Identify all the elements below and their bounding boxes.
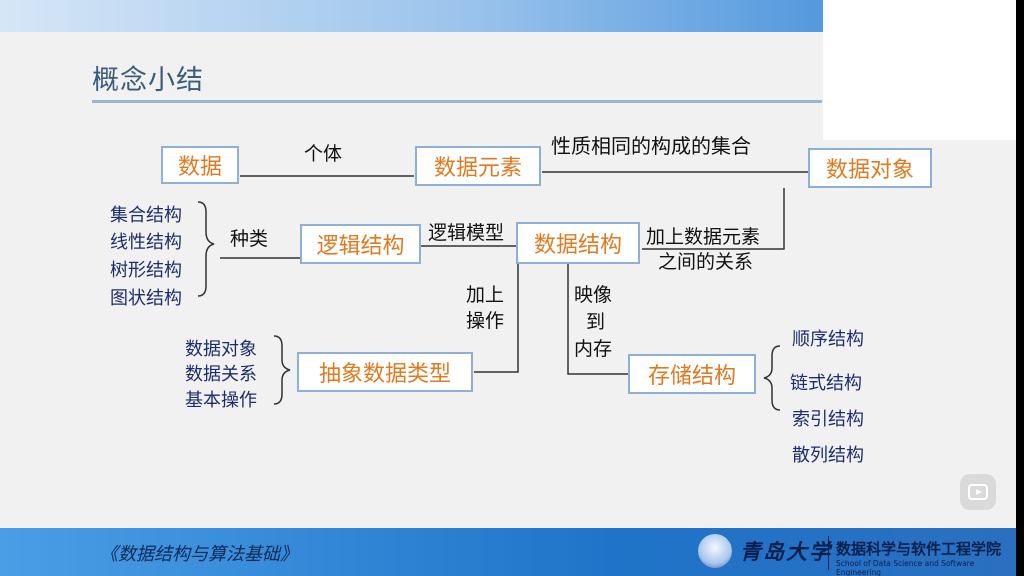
university-seal-icon — [698, 534, 732, 568]
school-name-en: School of Data Science and Software Engi… — [836, 559, 975, 576]
logical-kind: 树形结构 — [110, 260, 182, 281]
label-logical-model: 逻辑模型 — [428, 222, 505, 244]
footer-banner — [0, 528, 1016, 576]
edge-structure-storage — [567, 264, 628, 375]
label-same-nature-set: 性质相同的构成的集合 — [551, 134, 751, 158]
label-map-1: 映像 — [574, 284, 613, 306]
brace-storage — [763, 345, 781, 411]
label-individual: 个体 — [304, 143, 343, 165]
adt-part: 数据关系 — [185, 364, 257, 385]
node-logical-structure: 逻辑结构 — [300, 224, 421, 264]
node-data-object: 数据对象 — [808, 148, 932, 188]
edge-structure-adt — [474, 264, 519, 373]
adt-part: 基本操作 — [185, 390, 257, 411]
edge-object-structure — [642, 188, 785, 250]
brace-adt — [273, 335, 291, 405]
node-data: 数据 — [161, 146, 239, 184]
slide-title: 概念小结 — [92, 65, 204, 96]
logical-kind: 线性结构 — [110, 232, 182, 253]
logical-kind: 图状结构 — [110, 288, 182, 309]
node-data-structure: 数据结构 — [516, 222, 640, 264]
label-plus-ops-2: 操作 — [466, 310, 505, 332]
brace-logical — [197, 201, 215, 297]
label-plus-relation-2: 之间的关系 — [658, 251, 754, 273]
node-adt: 抽象数据类型 — [297, 352, 473, 392]
adt-part: 数据对象 — [185, 339, 257, 360]
label-plus-ops-1: 加上 — [466, 284, 505, 306]
footer-divider — [828, 536, 829, 570]
storage-kind: 顺序结构 — [792, 329, 864, 350]
university-name: 青岛大学 — [740, 539, 832, 564]
overlay-panel — [823, 0, 1016, 140]
storage-kind: 散列结构 — [792, 445, 864, 466]
school-name-cn: 数据科学与软件工程学院 — [836, 540, 1002, 558]
play-icon[interactable] — [960, 474, 996, 510]
node-storage-structure: 存储结构 — [628, 354, 756, 394]
label-plus-relation-1: 加上数据元素 — [646, 226, 761, 248]
storage-kind: 索引结构 — [792, 409, 864, 430]
label-kinds: 种类 — [230, 228, 269, 250]
logical-kind: 集合结构 — [110, 205, 182, 226]
label-map-3: 内存 — [574, 338, 613, 360]
node-data-element: 数据元素 — [415, 146, 541, 186]
storage-kind: 链式结构 — [790, 373, 862, 394]
title-underline — [92, 100, 822, 103]
label-map-2: 到 — [586, 311, 606, 333]
course-name: 《数据结构与算法基础》 — [100, 544, 298, 565]
